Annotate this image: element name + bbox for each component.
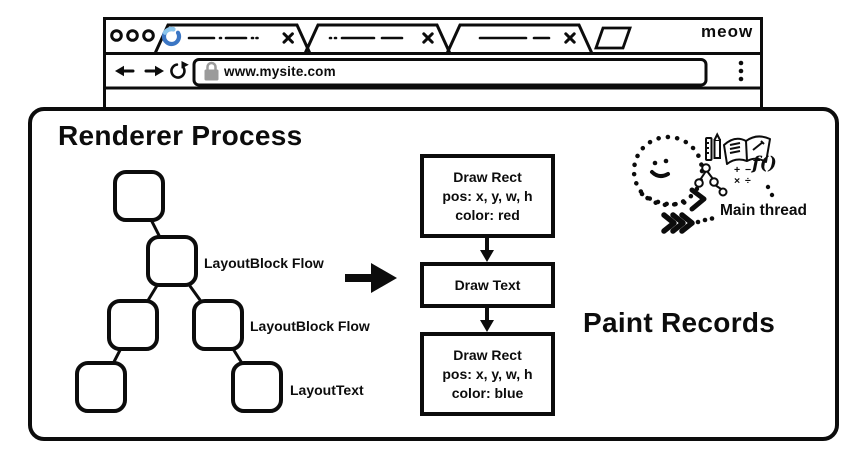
paint-record-line: Draw Rect — [453, 346, 522, 363]
tab-1-close-icon[interactable] — [282, 32, 294, 44]
loading-spinner-icon — [161, 26, 182, 47]
paint-record-draw-rect-red: Draw Rect pos: x, y, w, h color: red — [420, 154, 555, 238]
paint-record-line: color: blue — [451, 384, 524, 401]
dotted-tail — [639, 191, 692, 207]
paint-record-line: Draw Text — [454, 276, 521, 293]
panel-title: Renderer Process — [58, 120, 303, 151]
forward-arrow-icon — [155, 65, 164, 77]
tree-node-layouttext — [231, 361, 283, 413]
new-tab-button[interactable] — [594, 26, 632, 50]
window-control-icon[interactable] — [142, 29, 155, 42]
back-arrow-icon — [115, 65, 124, 77]
main-thread-doodle — [631, 132, 775, 234]
tab-2[interactable] — [303, 23, 452, 55]
ruler-pencil-icon — [705, 132, 721, 161]
tree-label-layouttext: LayoutText — [290, 382, 364, 398]
math-symbols-icon: + − × ÷ — [734, 165, 752, 187]
lock-icon — [204, 61, 219, 81]
tree-node-child-left — [107, 299, 159, 351]
tree-node-leaf-left — [75, 361, 127, 413]
paint-records-title: Paint Records — [583, 307, 776, 338]
window-control-icon[interactable] — [110, 29, 123, 42]
paint-record-draw-text: Draw Text — [420, 262, 555, 308]
paint-record-line: pos: x, y, w, h — [442, 365, 533, 382]
right-arrow-icon — [345, 263, 397, 293]
tab-3-outline[interactable] — [445, 23, 594, 55]
book-icon — [723, 135, 771, 165]
browser-window — [103, 17, 763, 112]
window-control-icon[interactable] — [126, 29, 139, 42]
tab-1-outline[interactable] — [153, 23, 312, 55]
kebab-menu-icon[interactable] — [738, 60, 744, 82]
window-controls[interactable] — [110, 29, 155, 42]
forward-button[interactable] — [144, 65, 164, 77]
tab-3[interactable] — [445, 23, 594, 55]
down-arrow-icon — [480, 238, 494, 262]
back-button[interactable] — [115, 65, 135, 77]
tab-1[interactable] — [153, 23, 312, 55]
dom-tree-icon — [694, 163, 728, 197]
address-bar[interactable] — [192, 58, 708, 87]
tree-label-layoutblock-1: LayoutBlock Flow — [204, 255, 324, 271]
chevron-arrow-icon — [689, 187, 707, 212]
tab-3-close-icon[interactable] — [564, 32, 576, 44]
tree-label-layoutblock-2: LayoutBlock Flow — [250, 318, 370, 334]
url-value[interactable]: www.mysite.com — [224, 64, 336, 79]
math-row: + − — [734, 164, 753, 176]
reload-arrow-icon — [181, 61, 189, 69]
smiley-face-icon — [650, 158, 670, 179]
tree-edges — [99, 195, 259, 388]
down-arrow-icon — [480, 308, 494, 332]
browser-brand: meow — [701, 22, 754, 41]
dot-trail — [695, 184, 775, 225]
function-icon: f() — [752, 153, 777, 174]
renderer-process-panel: Renderer Process LayoutBlock Flow Layout… — [28, 107, 839, 441]
tree-node-root — [113, 170, 165, 222]
paint-record-draw-rect-blue: Draw Rect pos: x, y, w, h color: blue — [420, 332, 555, 416]
triple-chevron-icon — [661, 212, 695, 234]
math-row: × ÷ — [734, 175, 752, 187]
main-thread-label: Main thread — [720, 202, 807, 219]
tree-node-layoutblock-2 — [192, 299, 244, 351]
reload-button[interactable] — [170, 61, 189, 79]
dotted-circle-icon — [631, 134, 705, 208]
paint-record-line: color: red — [455, 206, 520, 223]
paint-record-line: pos: x, y, w, h — [442, 187, 533, 204]
paint-record-line: Draw Rect — [453, 168, 522, 185]
tree-node-layoutblock-1 — [146, 235, 198, 287]
window-border — [103, 17, 763, 112]
tab-2-outline[interactable] — [303, 23, 452, 55]
layout-tree — [75, 170, 283, 413]
tab-2-close-icon[interactable] — [422, 32, 434, 44]
